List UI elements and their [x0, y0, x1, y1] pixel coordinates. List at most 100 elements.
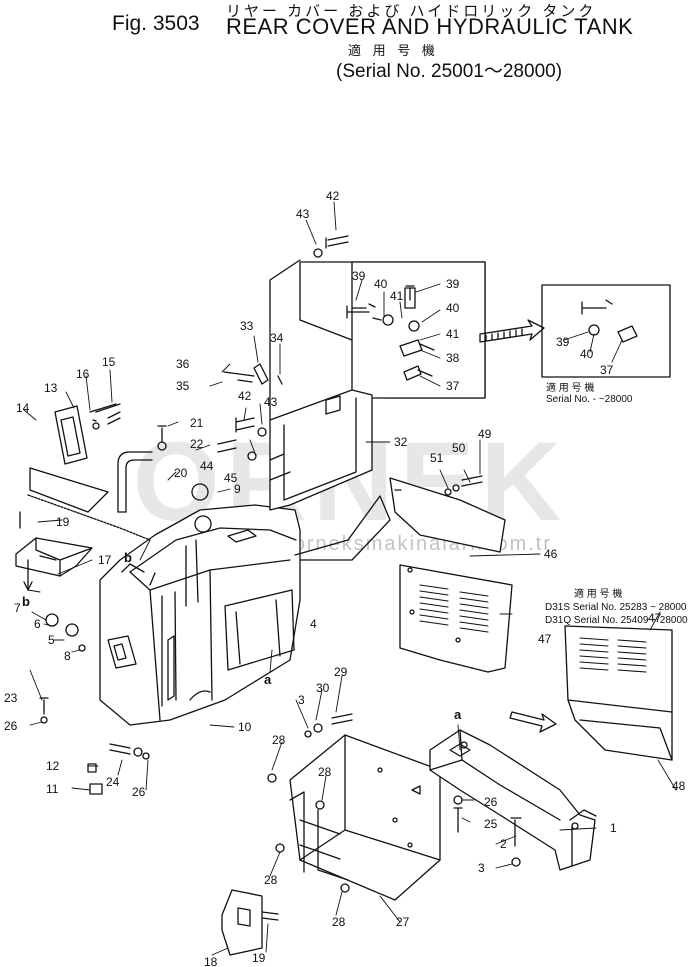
- callout-37-inset: 37: [600, 363, 614, 377]
- page-title: REAR COVER AND HYDRAULIC TANK: [226, 14, 634, 39]
- fasteners: [19, 235, 522, 921]
- callout-26-mid: 26: [132, 785, 146, 799]
- applicability-japanese: 適 用 号 機: [348, 43, 439, 58]
- callout-45: 45: [224, 471, 238, 485]
- callout-23: 23: [4, 691, 18, 705]
- callout-35: 35: [176, 379, 190, 393]
- callout-28-d: 28: [332, 915, 346, 929]
- callout-28-b: 28: [318, 765, 332, 779]
- callout-32: 32: [394, 435, 408, 449]
- serial-range: (Serial No. 25001～28000): [336, 61, 563, 82]
- callout-2: 2: [500, 837, 507, 851]
- callout-3-upper: 3: [298, 693, 305, 707]
- plate-18: [221, 889, 263, 956]
- callout-26-right: 26: [484, 795, 498, 809]
- callout-43-top: 43: [296, 207, 310, 221]
- hydraulic-tank-4: [99, 504, 301, 726]
- arrow-to-right-inset: [509, 711, 557, 733]
- leader-lines: [23, 201, 677, 956]
- callout-40-inset: 40: [580, 347, 594, 361]
- callout-25: 25: [484, 817, 498, 831]
- callout-40-detail-left: 40: [374, 277, 388, 291]
- leader-tank-top: [27, 494, 151, 541]
- callout-34: 34: [270, 331, 284, 345]
- rear-cover-32: [269, 259, 373, 511]
- callout-50: 50: [452, 441, 466, 455]
- callout-48: 48: [672, 779, 686, 793]
- callout-39-detail-left: 39: [352, 269, 366, 283]
- callout-24: 24: [106, 775, 120, 789]
- callout-28-c: 28: [264, 873, 278, 887]
- callout-33: 33: [240, 319, 254, 333]
- callout-46: 46: [544, 547, 558, 561]
- frame-27: [289, 734, 441, 901]
- inset-top-serial: Serial No. - ~28000: [546, 394, 633, 405]
- figure-number: Fig. 3503: [112, 12, 200, 35]
- callout-19-upper: 19: [56, 515, 70, 529]
- ref-b-bracket: b: [22, 594, 30, 609]
- callout-9: 9: [234, 482, 241, 496]
- callout-43-mid: 43: [264, 395, 278, 409]
- callout-20: 20: [174, 466, 188, 480]
- callout-14: 14: [16, 401, 30, 415]
- callout-29: 29: [334, 665, 348, 679]
- callout-37-detail: 37: [446, 379, 460, 393]
- callout-4: 4: [310, 617, 317, 631]
- callout-17: 17: [98, 553, 112, 567]
- callout-47-inset: 47: [648, 611, 662, 625]
- support-1: [429, 729, 597, 871]
- callout-47-main: 47: [538, 632, 552, 646]
- callout-7: 7: [14, 601, 21, 615]
- inset-right-applicability: 適 用 号 機: [574, 587, 622, 600]
- callout-12: 12: [46, 759, 60, 773]
- callout-13: 13: [44, 381, 58, 395]
- callout-41-detail-left: 41: [390, 289, 404, 303]
- callout-numbers: 1 2 3 3 4 5 6 7 8 9 10 11 12 13 14 15 16…: [4, 189, 686, 967]
- cover-46: [389, 477, 506, 553]
- callout-16: 16: [76, 367, 90, 381]
- callout-18: 18: [204, 955, 218, 967]
- ref-b-tank: b: [124, 550, 132, 565]
- callout-1: 1: [610, 821, 617, 835]
- callout-42-mid: 42: [238, 389, 252, 403]
- callout-44: 44: [200, 459, 214, 473]
- callout-19-lower: 19: [252, 951, 266, 965]
- callout-36: 36: [176, 357, 190, 371]
- callout-22: 22: [190, 437, 204, 451]
- callout-6: 6: [34, 617, 41, 631]
- arrow-to-inset: [479, 319, 545, 343]
- callout-39-detail-right: 39: [446, 277, 460, 291]
- callout-15: 15: [102, 355, 116, 369]
- callout-30: 30: [316, 681, 330, 695]
- inset-old-type: [541, 284, 671, 378]
- cover-plate-13: [29, 403, 121, 513]
- inset-right-serial-d31s: D31S Serial No. 25283 ~ 28000: [545, 602, 687, 613]
- callout-8: 8: [64, 649, 71, 663]
- inset-top-applicability: 適 用 号 機: [546, 381, 594, 394]
- callout-42-top: 42: [326, 189, 340, 203]
- callout-3-lower: 3: [478, 861, 485, 875]
- ref-a-tank: a: [264, 672, 272, 687]
- reference-letters: a a b b: [22, 550, 462, 722]
- grille-47: [399, 564, 513, 673]
- callout-26-left: 26: [4, 719, 18, 733]
- inset-grille-new-type: [564, 625, 673, 761]
- callout-10: 10: [238, 720, 252, 734]
- callout-38: 38: [446, 351, 460, 365]
- callout-51: 51: [430, 451, 444, 465]
- callout-40-detail-right: 40: [446, 301, 460, 315]
- detail-box-hinge: [299, 261, 486, 399]
- handle-20: [117, 451, 153, 513]
- callout-21: 21: [190, 416, 204, 430]
- callout-41-detail-right: 41: [446, 327, 460, 341]
- ref-a-support: a: [454, 707, 462, 722]
- callout-27: 27: [396, 915, 410, 929]
- title-japanese: リヤー カバー および ハイドロリック タンク: [226, 3, 597, 20]
- callout-11: 11: [46, 782, 59, 796]
- callout-49: 49: [478, 427, 492, 441]
- inset-right-serial-d31q: D31Q Serial No. 25409 ~ 28000: [545, 615, 688, 626]
- callout-28-a: 28: [272, 733, 286, 747]
- hood-edge: [294, 495, 391, 561]
